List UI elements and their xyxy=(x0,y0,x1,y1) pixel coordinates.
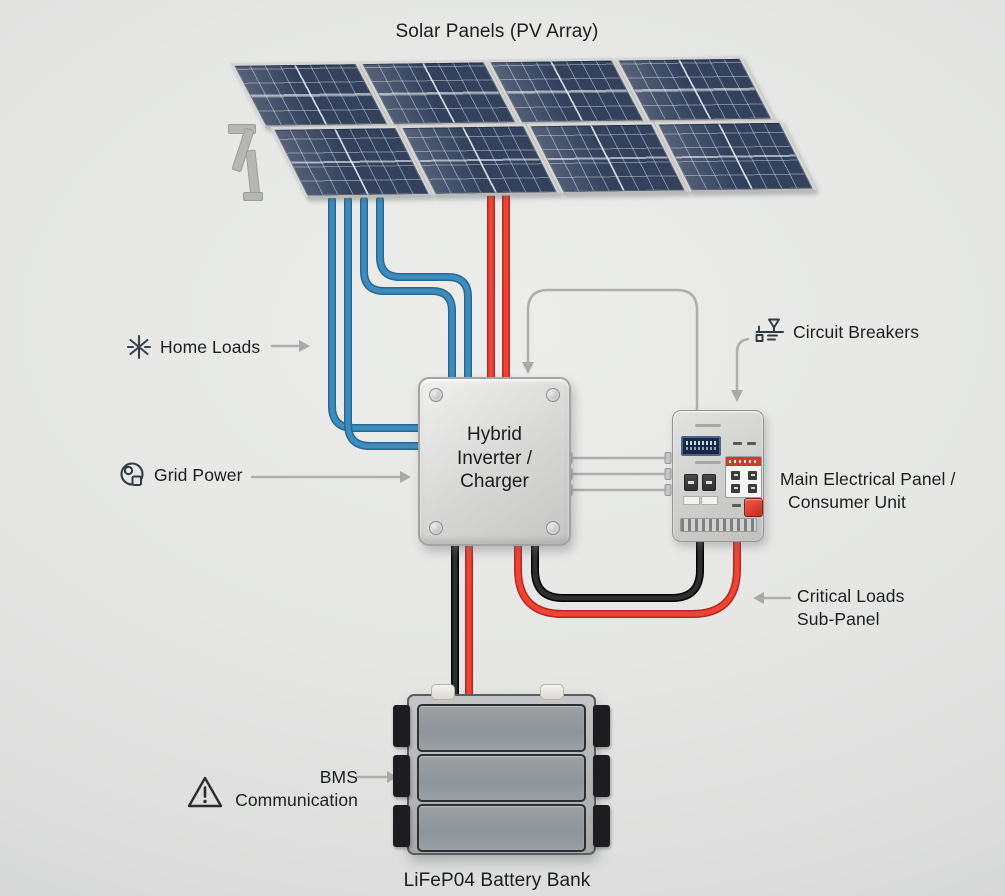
main-electrical-panel-box xyxy=(672,410,764,542)
pv-array-title: Solar Panels (PV Array) xyxy=(395,21,599,42)
panel-label-slot xyxy=(701,496,718,505)
battery-terminal xyxy=(431,684,455,700)
inverter-to-panel-signal-line xyxy=(526,288,699,414)
home-loads-annotation: Home Loads xyxy=(126,334,260,360)
home-loads-label: Home Loads xyxy=(160,336,261,357)
grid-meter-icon xyxy=(120,462,144,486)
breakers-down-arrowhead xyxy=(731,390,743,402)
breaker-symbol-icon xyxy=(755,318,784,342)
breaker-switch xyxy=(684,474,698,491)
hybrid-inverter-box: Hybrid Inverter / Charger xyxy=(418,377,571,546)
bms-annotation: BMS Communication xyxy=(226,766,358,812)
pv-mount-foot xyxy=(243,192,263,201)
battery-cell xyxy=(417,754,586,802)
bms-label-line2: Communication xyxy=(235,790,358,810)
critical-loads-wires xyxy=(518,540,737,614)
panel-vent-slot xyxy=(695,424,721,427)
battery-terminal xyxy=(540,684,564,700)
inverter-label-line1: Hybrid xyxy=(467,424,522,445)
panel-indicator-dash xyxy=(732,504,741,507)
battery-side-tab xyxy=(593,705,610,747)
screw-icon xyxy=(429,521,443,535)
breaker-switch xyxy=(702,474,716,491)
battery-bank-box xyxy=(393,684,610,855)
critical-loads-annotation: Critical Loads Sub-Panel xyxy=(797,585,904,631)
panel-label-slot xyxy=(683,496,700,505)
main-panel-label-line1: Main Electrical Panel / xyxy=(780,469,956,489)
main-panel-label-line2: Consumer Unit xyxy=(788,492,907,512)
breaker-switch-small xyxy=(748,471,757,480)
battery-cell xyxy=(417,804,586,852)
starburst-icon xyxy=(126,334,152,360)
lcd-display xyxy=(681,436,721,456)
lcd-digits xyxy=(686,441,716,445)
battery-side-tab xyxy=(393,805,410,847)
grid-power-annotation: Grid Power xyxy=(118,461,243,489)
inverter-label-line2: Inverter / xyxy=(457,447,532,469)
battery-side-tab xyxy=(393,705,410,747)
terminal-strip xyxy=(680,518,757,532)
lcd-digits xyxy=(686,447,716,450)
panel-indicator-dash xyxy=(747,442,756,445)
inverter-label-line3: Charger xyxy=(460,471,529,492)
screw-icon xyxy=(429,388,443,402)
breaker-switch-small xyxy=(731,471,740,480)
screw-icon xyxy=(546,388,560,402)
bms-label-line1: BMS xyxy=(319,767,358,787)
grid-power-arrowhead xyxy=(400,471,411,483)
panel-vent-slot xyxy=(695,461,721,464)
panel-indicator-dash xyxy=(733,442,742,445)
critical-loads-label-line2: Sub-Panel xyxy=(797,609,880,629)
signal-lines xyxy=(250,288,792,779)
breaker-module-red-header xyxy=(726,457,761,466)
emergency-stop-button xyxy=(744,498,763,517)
arrowheads xyxy=(299,340,764,783)
bms-arrowhead xyxy=(387,771,397,783)
signal-down-arrowhead xyxy=(522,362,534,374)
circuit-breakers-label: Circuit Breakers xyxy=(793,321,920,342)
battery-side-tab xyxy=(393,755,410,797)
breaker-switch-small xyxy=(731,484,740,493)
battery-cell xyxy=(417,704,586,752)
breaker-module xyxy=(725,456,762,498)
pv-dc-red-wires xyxy=(491,196,506,378)
inverter-label: Hybrid Inverter / Charger xyxy=(420,423,569,494)
main-panel-annotation: Main Electrical Panel / Consumer Unit xyxy=(780,468,955,514)
critical-loads-arrowhead xyxy=(753,592,764,604)
screw-icon xyxy=(546,521,560,535)
critical-loads-label-line1: Critical Loads xyxy=(797,586,905,606)
battery-side-tab xyxy=(593,805,610,847)
home-loads-arrowhead xyxy=(299,340,310,352)
circuit-breakers-annotation: Circuit Breakers xyxy=(755,317,919,347)
breaker-switch-small xyxy=(748,484,757,493)
pv-array-row-2 xyxy=(270,119,818,199)
grid-power-label: Grid Power xyxy=(154,464,243,485)
circuit-breakers-pointer-line xyxy=(735,337,750,392)
battery-dc-wires xyxy=(455,540,469,696)
battery-bank-title: LiFeP04 Battery Bank xyxy=(403,870,591,891)
pv-array-row-1 xyxy=(230,55,776,129)
battery-side-tab xyxy=(593,755,610,797)
warning-triangle-icon xyxy=(187,776,223,808)
